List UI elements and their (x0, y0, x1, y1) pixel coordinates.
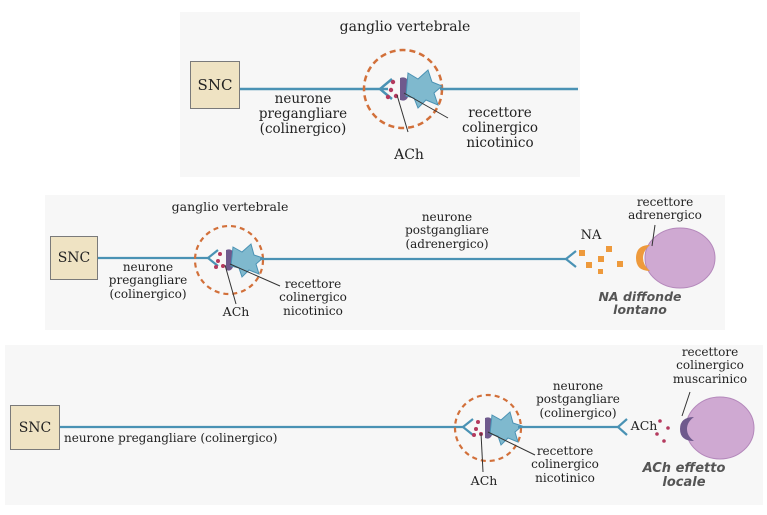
postganglionic-terminal (616, 418, 628, 436)
target-receptor-pointer (681, 391, 691, 417)
receptor-label: recettore colinergico nicotinico (461, 105, 539, 152)
axon-terminal (461, 418, 474, 436)
vesicles (214, 252, 225, 269)
ach-pointer (224, 264, 237, 305)
panel-2-graphics (96, 224, 716, 305)
ach-label: ACh (470, 473, 498, 488)
snc-label: SNC (57, 250, 91, 266)
postganglionic-neuron-body (405, 69, 443, 109)
snc-box: SNC (190, 61, 240, 109)
postganglionic-label: neurone postgangliare (colinergico) (536, 379, 620, 420)
postganglionic-label: neurone postgangliare (adrenergico) (405, 210, 489, 251)
snc-box: SNC (50, 236, 98, 280)
ach-release-label: ACh (630, 418, 658, 433)
ach-effect-note: ACh effetto locale (642, 461, 726, 490)
snc-label: SNC (197, 76, 233, 94)
postganglionic-terminal (564, 250, 577, 268)
snc-label: SNC (18, 419, 52, 436)
target-cell (644, 227, 716, 289)
adrenergic-receptor-label: recettore adrenergico (628, 195, 702, 223)
vesicles (385, 79, 399, 100)
muscarinic-receptor (680, 417, 694, 441)
target-receptor-pointer (651, 224, 656, 247)
ach-label: ACh (394, 147, 424, 163)
na-effect-note: NA diffonde lontano (598, 289, 682, 318)
preganglionic-label: neurone pregangliare (colinergico) (108, 260, 188, 301)
panel-1-background (180, 12, 580, 177)
postganglionic-neuron-body (489, 411, 523, 446)
ach-pointer (480, 432, 484, 473)
panel-3-graphics (59, 391, 755, 473)
panel-1-graphics (240, 48, 578, 133)
ach-label: ACh (222, 304, 250, 319)
receptor-pointer (229, 263, 281, 287)
preganglionic-label: neurone pregangliare (colinergico) (258, 91, 348, 138)
panel-3-background (5, 345, 763, 505)
ach-release-vesicles (655, 419, 670, 443)
ganglion-label: ganglio vertebrale (171, 199, 289, 214)
receptor-label: recettore colinergico nicotinico (279, 277, 347, 318)
receptor-pointer (403, 92, 449, 119)
adrenergic-receptor (636, 245, 650, 271)
receptor-pointer (487, 431, 536, 456)
ganglion-label: ganglio vertebrale (339, 19, 471, 35)
muscarinic-receptor-label: recettore colinergico muscarinico (672, 345, 748, 386)
target-cell (685, 396, 755, 460)
ach-pointer (396, 94, 409, 133)
panel-2-background (45, 195, 725, 330)
na-molecules (579, 246, 623, 274)
postganglionic-neuron-body (230, 243, 264, 278)
axon-terminal (206, 249, 219, 267)
snc-box: SNC (10, 405, 60, 450)
na-label: NA (580, 228, 602, 243)
receptor-label: recettore colinergico nicotinico (531, 444, 599, 485)
preganglionic-label: neurone pregangliare (colinergico) (64, 431, 278, 445)
